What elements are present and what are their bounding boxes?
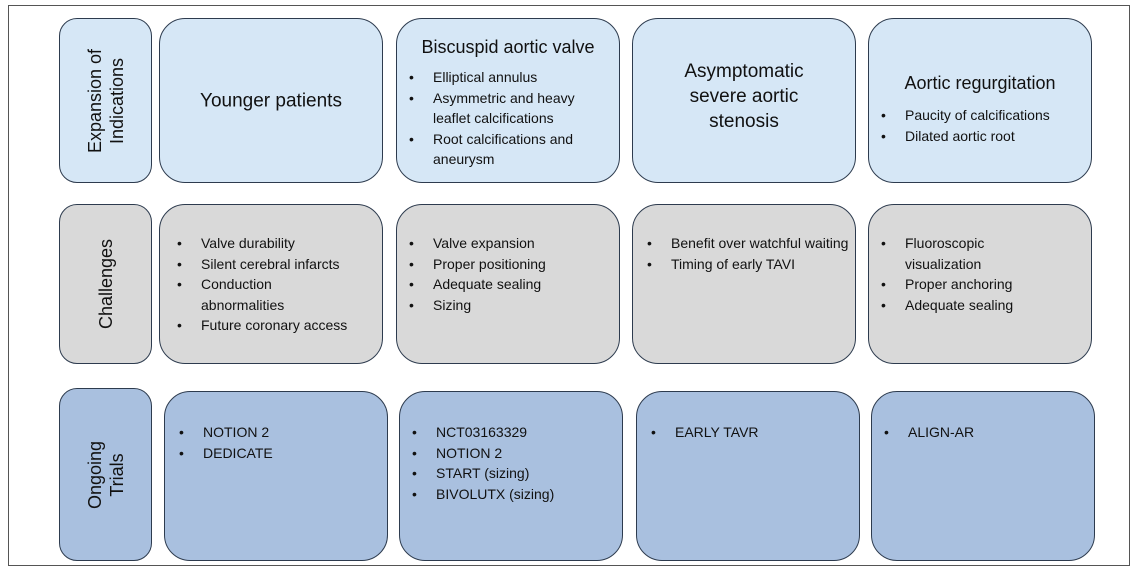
list-item: ALIGN-AR	[882, 422, 1090, 443]
list-item: Root calcifications and aneurysm	[407, 129, 615, 170]
list-item: DEDICATE	[177, 443, 382, 464]
list-item: START (sizing)	[410, 463, 618, 484]
row-label-trials: Ongoing Trials	[59, 388, 152, 561]
cell-trials-younger: NOTION 2 DEDICATE	[164, 391, 388, 561]
bullet-list: Fluoroscopic visualization Proper anchor…	[879, 233, 1087, 315]
bullet-list: Valve expansion Proper positioning Adequ…	[407, 233, 615, 315]
list-item: Timing of early TAVI	[645, 254, 850, 275]
row-label-text: Challenges	[95, 238, 116, 330]
cell-title: Biscuspid aortic valve	[421, 37, 595, 57]
list-item: Adequate sealing	[407, 274, 615, 295]
list-item: Dilated aortic root	[879, 126, 1087, 147]
cell-title: Aortic regurgitation	[904, 73, 1056, 93]
list-item: Adequate sealing	[879, 295, 1087, 316]
row-label-text: Expansion of Indications	[84, 48, 127, 153]
list-item: Elliptical annulus	[407, 67, 615, 88]
bullet-list: Benefit over watchful waiting Timing of …	[645, 233, 850, 274]
list-item: Proper positioning	[407, 254, 615, 275]
list-item: Conduction abnormalities	[175, 274, 331, 315]
list-item: Fluoroscopic visualization	[879, 233, 1045, 274]
bullet-list: EARLY TAVR	[649, 422, 854, 443]
list-item: Valve durability	[175, 233, 380, 254]
list-item: BIVOLUTX (sizing)	[410, 484, 618, 505]
bullet-list: NOTION 2 DEDICATE	[177, 422, 382, 463]
list-item: Benefit over watchful waiting	[645, 233, 850, 254]
cell-trials-regurgitation: ALIGN-AR	[871, 391, 1095, 561]
cell-challenges-bicuspid: Valve expansion Proper positioning Adequ…	[396, 204, 620, 364]
list-item: NOTION 2	[177, 422, 382, 443]
cell-trials-bicuspid: NCT03163329 NOTION 2 START (sizing) BIVO…	[399, 391, 623, 561]
list-item: Future coronary access	[175, 315, 380, 336]
bullet-list: Paucity of calcifications Dilated aortic…	[879, 105, 1087, 146]
bullet-list: ALIGN-AR	[882, 422, 1090, 443]
row-label-challenges: Challenges	[59, 204, 152, 364]
row-label-text: Ongoing Trials	[84, 440, 127, 509]
row-label-expansion: Expansion of Indications	[59, 18, 152, 183]
cell-bicuspid-valve: Biscuspid aortic valve Elliptical annulu…	[396, 18, 620, 183]
cell-younger-patients: Younger patients	[159, 18, 383, 183]
bullet-list: NCT03163329 NOTION 2 START (sizing) BIVO…	[410, 422, 618, 504]
cell-trials-asymptomatic: EARLY TAVR	[636, 391, 860, 561]
list-item: Asymmetric and heavy leaflet calcificati…	[407, 88, 615, 129]
list-item: Valve expansion	[407, 233, 615, 254]
cell-aortic-regurgitation: Aortic regurgitation Paucity of calcific…	[868, 18, 1092, 183]
list-item: EARLY TAVR	[649, 422, 854, 443]
cell-asymptomatic-stenosis: Asymptomatic severe aortic stenosis	[632, 18, 856, 183]
cell-challenges-younger: Valve durability Silent cerebral infarct…	[159, 204, 383, 364]
list-item: NCT03163329	[410, 422, 618, 443]
bullet-list: Valve durability Silent cerebral infarct…	[175, 233, 380, 336]
cell-challenges-regurgitation: Fluoroscopic visualization Proper anchor…	[868, 204, 1092, 364]
cell-title: Asymptomatic severe aortic stenosis	[684, 61, 804, 132]
cell-title: Younger patients	[200, 90, 342, 111]
figure-frame: Expansion of Indications Younger patient…	[8, 5, 1130, 566]
list-item: Silent cerebral infarcts	[175, 254, 380, 275]
list-item: Paucity of calcifications	[879, 105, 1087, 126]
cell-challenges-asymptomatic: Benefit over watchful waiting Timing of …	[632, 204, 856, 364]
list-item: Proper anchoring	[879, 274, 1087, 295]
list-item: Sizing	[407, 295, 615, 316]
list-item: NOTION 2	[410, 443, 618, 464]
bullet-list: Elliptical annulus Asymmetric and heavy …	[407, 67, 615, 170]
